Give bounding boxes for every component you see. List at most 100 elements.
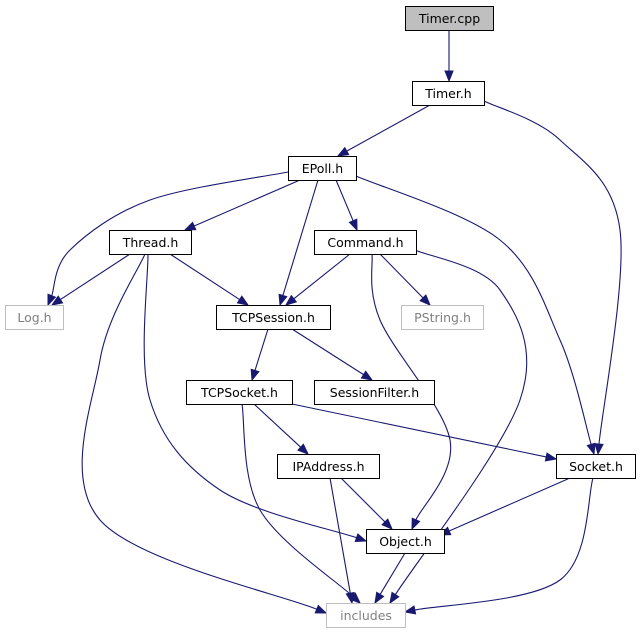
- arrow-head-icon: [360, 370, 374, 381]
- arrow-head-icon: [444, 70, 454, 83]
- arrow-head-icon: [594, 443, 604, 456]
- edge-epoll_h-to-command_h: [335, 179, 358, 232]
- edge-socket_h-to-includes: [403, 477, 594, 615]
- arrow-head-icon: [345, 591, 355, 605]
- node-tcpsession-h[interactable]: TCPSession.h: [216, 305, 331, 330]
- arrow-head-icon: [354, 533, 368, 543]
- edge-line: [448, 477, 571, 532]
- node-log-h[interactable]: Log.h: [5, 305, 64, 330]
- edge-line: [335, 179, 354, 221]
- node-box: [186, 380, 293, 405]
- node-timer-cpp[interactable]: Timer.cpp: [405, 6, 494, 31]
- edge-line: [143, 253, 357, 539]
- edge-line: [293, 253, 351, 300]
- node-box: [288, 156, 357, 181]
- edge-line: [60, 253, 131, 300]
- edge-thread_h-to-tcpsession_h: [169, 253, 250, 306]
- edge-line: [254, 328, 269, 371]
- arrow-head-icon: [336, 146, 350, 157]
- arrow-head-icon: [381, 518, 393, 530]
- edge-thread_h-to-object_h: [143, 253, 368, 543]
- node-box: [216, 305, 331, 330]
- edge-line: [483, 100, 622, 445]
- node-label: TCPSocket.h: [200, 385, 278, 400]
- node-tcpsocket-h[interactable]: TCPSocket.h: [186, 380, 293, 405]
- edge-tcpsession_h-to-tcpsocket_h: [250, 328, 269, 382]
- arrow-head-icon: [284, 294, 298, 306]
- edge-line: [81, 253, 317, 610]
- edge-line: [346, 104, 431, 152]
- node-box: [277, 454, 380, 479]
- edge-command_h-to-includes: [389, 249, 528, 605]
- edge-timer_h-to-epoll_h: [336, 104, 431, 157]
- edge-socket_h-to-object_h: [438, 477, 571, 536]
- node-epoll-h[interactable]: EPoll.h: [288, 156, 357, 181]
- node-label: Log.h: [17, 310, 51, 325]
- edge-tcpsession_h-to-sessionfilter_h: [291, 328, 374, 381]
- edge-timer_h-to-socket_h: [483, 100, 622, 456]
- arrow-head-icon: [314, 604, 328, 614]
- node-box: [326, 603, 406, 628]
- arrow-head-icon: [47, 293, 57, 307]
- node-box: [366, 529, 445, 554]
- node-label: IPAddress.h: [292, 459, 364, 474]
- node-label: Command.h: [327, 235, 403, 250]
- edge-command_h-to-tcpsession_h: [284, 253, 351, 306]
- edge-ipaddress_h-to-object_h: [340, 477, 393, 530]
- node-box: [314, 230, 417, 255]
- arrow-head-icon: [278, 293, 288, 307]
- edge-epoll_h-to-socket_h: [355, 175, 596, 456]
- edge-line: [340, 477, 386, 523]
- arrow-head-icon: [411, 517, 421, 531]
- arrow-head-icon: [348, 218, 358, 232]
- edge-line: [169, 253, 240, 300]
- node-timer-h[interactable]: Timer.h: [412, 81, 485, 106]
- node-label: SessionFilter.h: [330, 385, 419, 400]
- node-box: [314, 380, 435, 405]
- edge-line: [253, 403, 302, 448]
- node-label: Thread.h: [122, 235, 179, 250]
- node-sessionfilter-h[interactable]: SessionFilter.h: [314, 380, 435, 405]
- edge-line: [291, 328, 364, 376]
- arrow-head-icon: [250, 368, 260, 382]
- node-label: TCPSession.h: [231, 310, 315, 325]
- edge-tcpsocket_h-to-ipaddress_h: [253, 403, 309, 455]
- node-object-h[interactable]: Object.h: [366, 529, 445, 554]
- node-label: Timer.cpp: [418, 11, 480, 26]
- node-box: [405, 6, 494, 31]
- edge-tcpsocket_h-to-includes: [241, 403, 361, 604]
- edges-layer: [47, 30, 622, 615]
- node-pstring-h[interactable]: PString.h: [401, 305, 484, 330]
- edge-line: [355, 175, 592, 445]
- edge-line: [282, 179, 319, 296]
- edge-timer_cpp-to-timer_h: [444, 30, 454, 83]
- node-label: Timer.h: [424, 86, 471, 101]
- edge-line: [329, 477, 351, 594]
- node-box: [556, 454, 636, 479]
- edge-line: [414, 477, 594, 611]
- edge-epoll_h-to-tcpsession_h: [278, 179, 319, 307]
- node-socket-h[interactable]: Socket.h: [556, 454, 636, 479]
- arrow-head-icon: [419, 294, 431, 306]
- edge-tcpsocket_h-to-socket_h: [291, 403, 558, 462]
- edge-command_h-to-pstring_h: [379, 253, 431, 306]
- node-command-h[interactable]: Command.h: [314, 230, 417, 255]
- node-label: Object.h: [379, 534, 432, 549]
- edge-object_h-to-includes: [374, 552, 406, 605]
- arrow-head-icon: [389, 591, 400, 605]
- node-thread-h[interactable]: Thread.h: [109, 230, 192, 255]
- node-ipaddress-h[interactable]: IPAddress.h: [277, 454, 380, 479]
- edge-epoll_h-to-thread_h: [183, 179, 301, 231]
- edge-line: [394, 249, 528, 595]
- edge-line: [241, 403, 354, 597]
- arrow-head-icon: [403, 605, 417, 615]
- edge-line: [379, 552, 406, 595]
- node-includes[interactable]: includes: [326, 603, 406, 628]
- arrow-head-icon: [374, 591, 385, 605]
- edge-line: [291, 403, 547, 458]
- edge-line: [193, 179, 301, 227]
- edge-epoll_h-to-log_h: [47, 171, 289, 307]
- edge-thread_h-to-log_h: [50, 253, 131, 306]
